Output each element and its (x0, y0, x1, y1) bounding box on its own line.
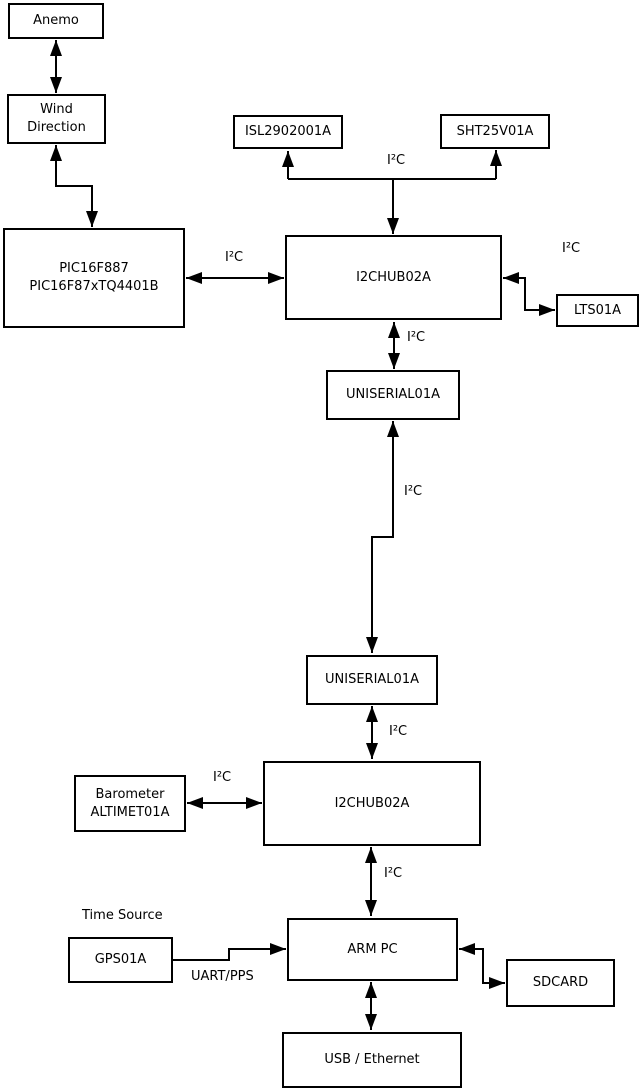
node-uniserial01a-1-label: UNISERIAL01A (346, 387, 440, 403)
node-isl2902001a-label: ISL2902001A (244, 124, 332, 140)
node-arm-pc: ARM PC (287, 918, 458, 981)
edge-label-i2c-hub2-armpc: I²C (384, 866, 403, 881)
node-usb-ethernet-label: USB / Ethernet (324, 1052, 420, 1068)
node-wind-direction-label-line1: Wind (40, 102, 73, 118)
edge-gps-armpc (173, 943, 286, 961)
edge-winddirection-pic (50, 145, 98, 227)
node-lts01a-label: LTS01A (573, 302, 622, 318)
node-anemo-label: Anemo (33, 13, 79, 29)
edge-label-i2c-uniserial-link: I²C (404, 484, 423, 499)
node-wind-direction-label-line2: Direction (27, 120, 86, 135)
node-uniserial01a-2: UNISERIAL01A (306, 655, 438, 705)
node-sht25v01a: SHT25V01A (440, 114, 550, 149)
node-i2chub02a-1: I2CHUB02A (285, 235, 502, 320)
node-arm-pc-label: ARM PC (347, 941, 398, 957)
node-wind-direction: Wind Direction (7, 94, 106, 144)
edge-label-i2c-uniserial2-hub2: I²C (389, 724, 408, 739)
node-uniserial01a-2-label: UNISERIAL01A (325, 672, 419, 688)
node-isl2902001a: ISL2902001A (233, 115, 343, 149)
node-sdcard-label: SDCARD (532, 975, 589, 991)
node-barometer: Barometer ALTIMET01A (74, 775, 186, 832)
edge-label-time-source: Time Source (82, 908, 163, 923)
node-sht25v01a-label: SHT25V01A (456, 123, 534, 139)
node-i2chub02a-2-label: I2CHUB02A (334, 795, 410, 811)
node-pic: PIC16F887 PIC16F87xTQ4401B (3, 228, 185, 328)
edge-armpc-sdcard (459, 943, 505, 989)
edge-uniserial1-uniserial2 (366, 421, 399, 653)
edge-label-i2c-hub1-lts: I²C (562, 241, 581, 256)
node-sdcard: SDCARD (506, 959, 615, 1007)
edge-i2chub1-lts (503, 272, 555, 316)
node-barometer-label-line2: ALTIMET01A (90, 804, 170, 820)
node-i2chub02a-2: I2CHUB02A (263, 761, 481, 846)
edge-label-i2c-barometer-hub2: I²C (213, 770, 232, 785)
edge-label-uart-pps: UART/PPS (191, 969, 254, 984)
node-uniserial01a-1: UNISERIAL01A (326, 370, 460, 420)
edge-label-i2c-hub1-sensors: I²C (387, 153, 406, 168)
edge-label-i2c-pic-hub1: I²C (225, 250, 244, 265)
node-barometer-label-line1: Barometer (95, 786, 165, 802)
node-anemo: Anemo (8, 3, 104, 39)
edge-label-i2c-hub1-uniserial1: I²C (407, 330, 426, 345)
node-pic-label-line2: PIC16F87xTQ4401B (29, 279, 159, 294)
node-usb-ethernet: USB / Ethernet (282, 1032, 462, 1088)
node-pic-label-line1: PIC16F887 (59, 261, 129, 277)
node-lts01a: LTS01A (556, 294, 639, 327)
node-gps01a: GPS01A (68, 937, 173, 983)
node-gps01a-label: GPS01A (94, 952, 147, 968)
node-i2chub02a-1-label: I2CHUB02A (356, 269, 431, 285)
